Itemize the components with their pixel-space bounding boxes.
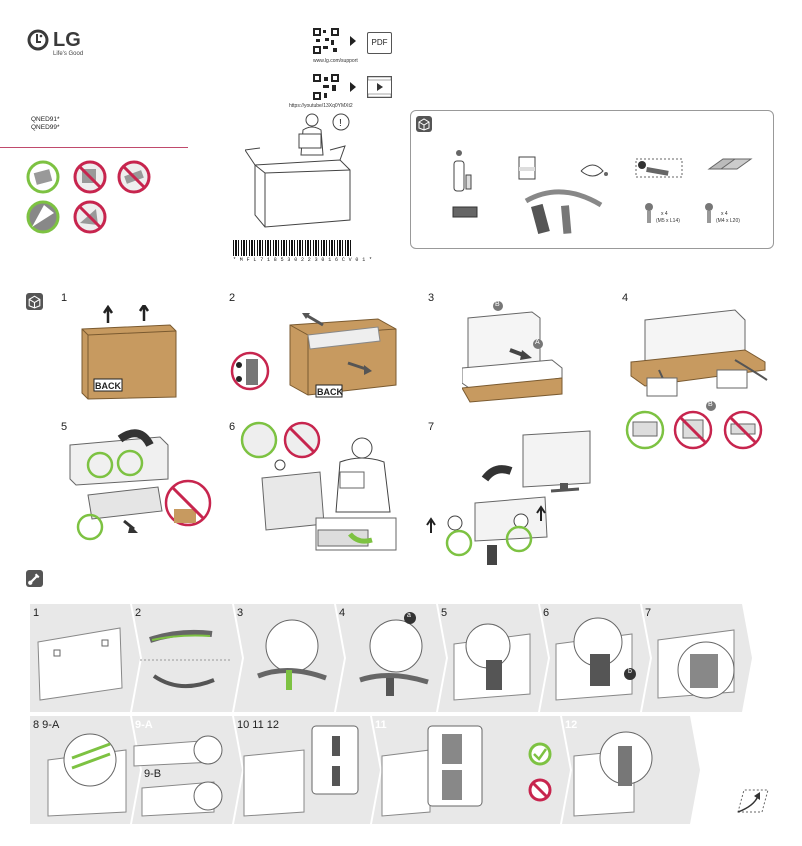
unpack-step-6: 6 [229, 421, 236, 433]
stand-step-11: 11 [375, 719, 387, 731]
stand-step-6: 6 [543, 607, 550, 619]
unpack-step-1: 1 [61, 292, 68, 304]
unpack-step-3: 3 [428, 292, 435, 304]
stand-parts-2 [140, 629, 230, 689]
cable-management-8 [47, 733, 127, 817]
unpack-step-5: 5 [61, 421, 68, 433]
prohibited-lift-2-icon [117, 160, 151, 194]
stand-tv-back-1 [37, 627, 123, 701]
manual-icon [518, 156, 536, 180]
logo-text: LG [53, 29, 81, 51]
logo-tagline: Life's Good [53, 51, 84, 57]
screw-m4-size: (M4 x L20) [716, 218, 740, 224]
turn-page-icon[interactable] [734, 786, 772, 816]
divider [0, 147, 188, 148]
arrow-right-icon [350, 36, 356, 46]
ok-hold-edge-icon [26, 200, 60, 234]
cable-clip-9b [141, 781, 223, 817]
play-icon [368, 77, 391, 97]
remote-batteries-icon [453, 150, 472, 192]
unpack-step-1-illustration: BACK [80, 305, 180, 400]
unpack-step-3-illustration: B A [462, 298, 572, 403]
stand-step-4: 4 [339, 607, 346, 619]
qr-code-icon [313, 28, 339, 54]
stand-base-icon [524, 189, 603, 235]
label-a-3: A [535, 339, 540, 346]
accessories-panel: x 4 (M5 x L14) x 4 (M4 x L20) [410, 110, 774, 249]
svg-text:!: ! [339, 118, 342, 129]
stand-label-a: a [407, 612, 411, 619]
unpack-step-4-illustration: B [625, 300, 775, 455]
unpack-step-2-illustration: BACK [228, 305, 398, 405]
stand-step-12: 12 [565, 719, 578, 731]
support-url[interactable]: www.lg.com/support [313, 58, 358, 64]
barcode [233, 240, 353, 256]
read-manual-illustration: ! [245, 110, 355, 230]
cable-tie-icon [580, 164, 608, 177]
unpack-section-icon [26, 293, 43, 310]
stand-assembly-7 [657, 629, 735, 699]
lift-guidelines [26, 157, 161, 237]
unpack-step-7: 7 [428, 421, 435, 433]
stand-section-icon [26, 570, 43, 587]
stand-assembly-4 [359, 612, 429, 696]
model-1: QNED91* [31, 116, 60, 123]
stand-cover-icon [452, 206, 478, 218]
stand-step-1: 1 [33, 607, 40, 619]
cable-clip-9a [133, 735, 223, 767]
youtube-url[interactable]: https://youtube/13Xq0YMXt2 [289, 103, 353, 109]
pdf-icon[interactable]: PDF [367, 32, 392, 54]
screw-m5-icon [645, 203, 653, 223]
prohibited-lift-1-icon [73, 160, 107, 194]
stand-step-9a: 9-A [135, 719, 153, 731]
video-icon[interactable] [367, 76, 392, 98]
unpack-step-4: 4 [622, 292, 629, 304]
unpack-step-5-illustration [50, 425, 215, 543]
stand-step-5: 5 [441, 607, 448, 619]
stand-assembly-5 [453, 623, 531, 701]
stand-step-2: 2 [135, 607, 142, 619]
cleaning-cloth-icon [707, 158, 753, 170]
label-b-4: B [708, 401, 713, 408]
stand-assembly-3 [257, 619, 327, 690]
stand-row-1-illustrations [37, 612, 735, 701]
label-b-3: B [495, 301, 500, 308]
cable-route-12 [573, 731, 653, 817]
unpack-step-2: 2 [229, 292, 236, 304]
unpack-step-6-illustration [240, 420, 410, 555]
unpack-step-7-illustration [415, 425, 595, 570]
stand-step-10-11-12: 10 11 12 [237, 719, 280, 731]
ok-lift-icon [26, 160, 60, 194]
cable-route-10 [243, 725, 359, 817]
barcode-text: * M F L 7 1 8 5 3 0 2 2 3 0 1 6 C V 0 1 … [233, 257, 373, 263]
back-label-2: BACK [317, 387, 343, 397]
qr-code-video-icon [313, 74, 339, 100]
stand-step-8-9a: 8 9-A [33, 719, 60, 731]
lg-logo-icon [27, 29, 49, 51]
screw-m4-icon [705, 203, 713, 223]
prohibited-press-screen-icon [73, 200, 107, 234]
screw-m5-size: (M5 x L14) [656, 218, 680, 224]
model-2: QNED99* [31, 124, 60, 131]
stand-label-b: b [628, 668, 632, 675]
box-contents-icon [416, 116, 432, 132]
stand-step-7: 7 [645, 607, 652, 619]
stand-step-9b: 9-B [144, 768, 162, 780]
pdf-label: PDF [371, 38, 388, 47]
screw-m4-qty: x 4 [721, 211, 728, 217]
arrow-right-icon-2 [350, 82, 356, 92]
qr-manual[interactable] [313, 28, 339, 54]
cable-route-11 [381, 725, 552, 817]
qr-video[interactable] [313, 74, 339, 100]
lg-logo: LG Life's Good [27, 29, 97, 61]
stand-assembly-6 [555, 617, 636, 701]
screw-m5-qty: x 4 [661, 211, 668, 217]
cable-holder-icon [635, 158, 683, 178]
back-label-1: BACK [95, 381, 121, 391]
stand-row-2-illustrations [47, 725, 653, 817]
stand-step-3: 3 [237, 607, 244, 619]
